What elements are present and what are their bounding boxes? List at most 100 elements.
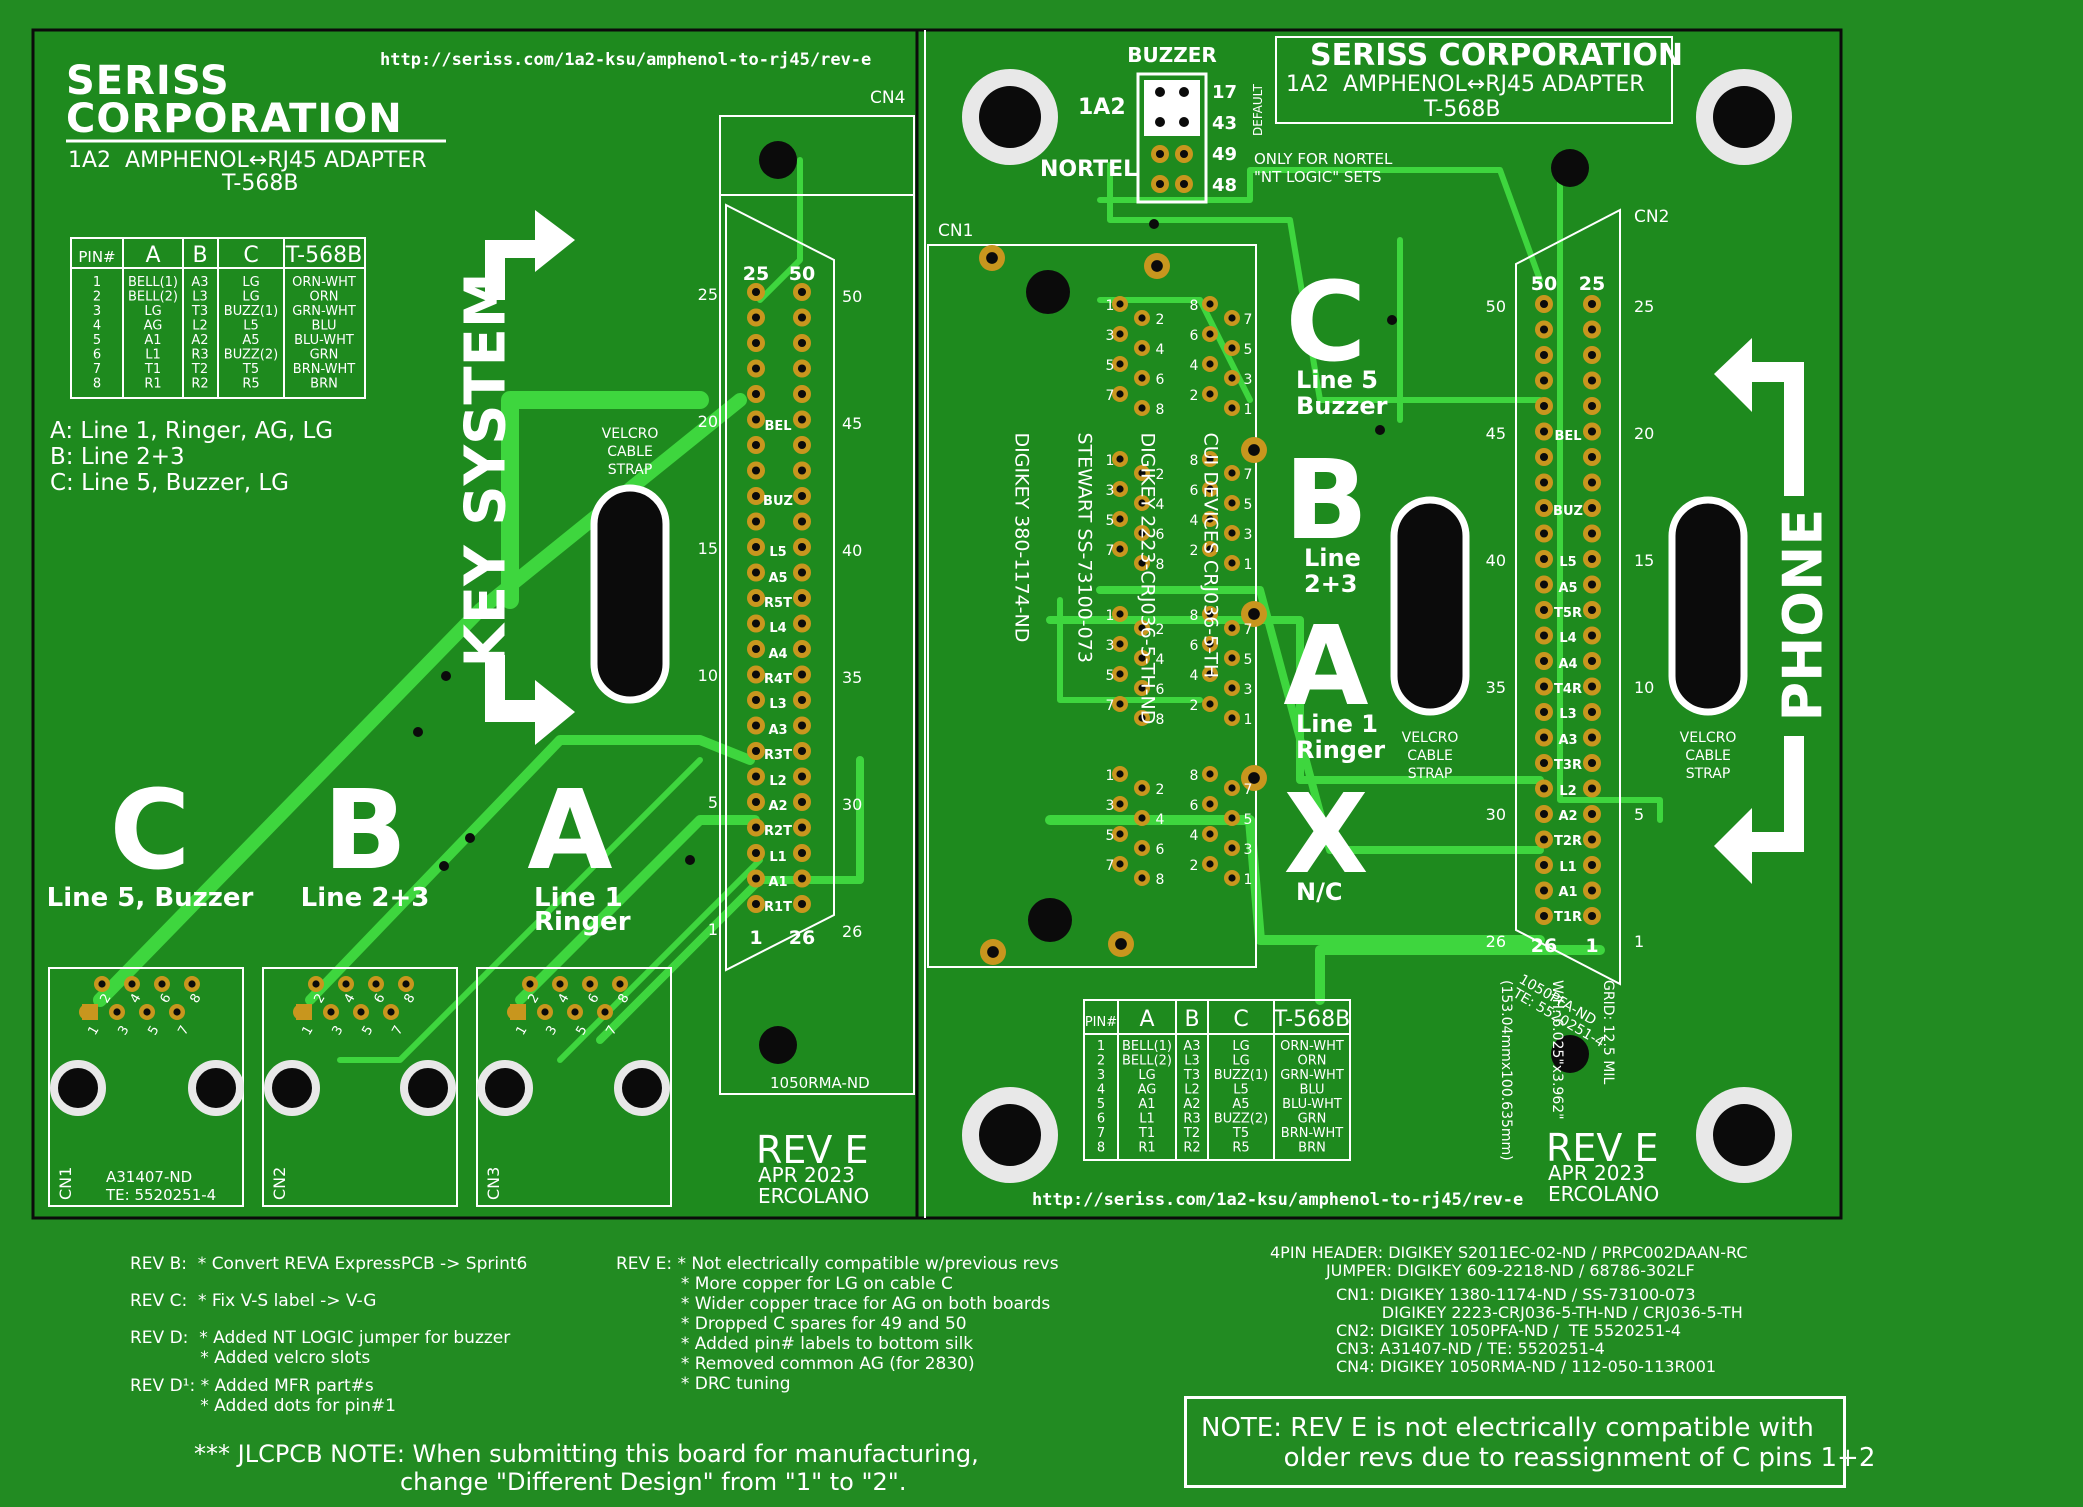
pad-hole	[1116, 610, 1124, 618]
pad-hole	[751, 364, 761, 373]
cn1-pin-number: 3	[1244, 527, 1253, 543]
via	[465, 833, 475, 843]
pad-hole	[1206, 640, 1214, 648]
cn1-pin-number: 8	[1156, 872, 1165, 888]
right-letter-c: C	[1286, 258, 1367, 386]
cn4-col-number: 40	[842, 541, 862, 560]
pad-hole	[1539, 376, 1549, 385]
pin-table-cell: AG	[144, 319, 163, 334]
pad-hole	[1587, 325, 1597, 334]
cn1-pin-number: 7	[1106, 388, 1115, 404]
pin-table-header: PIN#	[78, 248, 115, 266]
cn2-pin-label: A3	[1558, 733, 1577, 748]
cn1-pin-number: 5	[1106, 828, 1115, 844]
cn1-pin-number: 6	[1190, 483, 1199, 499]
cn1-pin-number: 1	[1106, 768, 1115, 784]
cn2-row-number: 30	[1486, 805, 1506, 824]
pin-table-right-cell: L3	[1184, 1054, 1200, 1069]
nortel-note-1: ONLY FOR NORTEL	[1254, 150, 1393, 168]
pad-hole	[1206, 485, 1214, 493]
pad-hole	[1206, 515, 1214, 523]
pin-table-header: A	[145, 243, 160, 268]
pad-hole	[1587, 631, 1597, 640]
cn1-pin-number: 2	[1190, 698, 1199, 714]
cn1-pin-number: 7	[1106, 543, 1115, 559]
velcro-label: CABLE	[607, 444, 653, 460]
cn4-pin-label: L2	[769, 774, 786, 789]
velcro-label: CABLE	[1685, 748, 1731, 764]
pad-hole	[797, 721, 807, 730]
rev-d1-note: REV D¹: * Added MFR part#s * Added dots …	[130, 1376, 396, 1416]
rev-date-left: APR 2023	[758, 1163, 855, 1187]
cn1-pin-number: 6	[1190, 638, 1199, 654]
pad-hole	[1138, 874, 1146, 882]
pin-table-cell: ORN	[310, 290, 339, 305]
cn4-pin-label: R5T	[764, 596, 792, 611]
pad-hole	[797, 313, 807, 322]
pad-hole	[751, 670, 761, 679]
big-letter-c: C	[110, 766, 191, 894]
cn4-pin-label: L1	[769, 850, 786, 865]
pin-table-right-cell: 8	[1097, 1141, 1105, 1156]
pad-hole	[188, 980, 196, 988]
pad-hole	[751, 389, 761, 399]
cn2-row-number: 26	[1486, 932, 1506, 951]
cn1-pin-number: 2	[1156, 622, 1165, 638]
cn1-pin-number: 3	[1106, 328, 1115, 344]
cn2-col-number: 20	[1634, 424, 1654, 443]
board-outline	[31, 28, 1843, 1220]
cn1-pin-number: 3	[1244, 682, 1253, 698]
pad-hole	[1587, 809, 1597, 819]
pad-hole	[797, 517, 807, 526]
phone-arrows	[1714, 338, 1804, 884]
cn1-pin-number: 5	[1106, 513, 1115, 529]
cn1-pin-number: 3	[1244, 372, 1253, 388]
cn2-pin-label: L4	[1559, 631, 1576, 646]
pin-table-cell: BUZZ(2)	[224, 348, 278, 363]
pad-hole	[751, 287, 761, 297]
cn1-pin-number: 8	[1190, 298, 1199, 314]
pad-hole	[1138, 529, 1146, 537]
cn2-top-50: 50	[1531, 273, 1557, 295]
pad-hole	[797, 593, 807, 603]
cn4-pin-label: A5	[768, 571, 787, 586]
pin-table-right-cell: L2	[1184, 1083, 1200, 1098]
pin-table-right-cell: LG	[1232, 1039, 1249, 1054]
right-letter-sub: Buzzer	[1296, 392, 1388, 420]
jumper-1a2-label: 1A2	[1078, 95, 1126, 120]
pin-table-cell: T3	[191, 304, 208, 319]
pin-table-cell: 2	[93, 290, 101, 305]
cn1-pin-number: 4	[1190, 828, 1199, 844]
pad-hole	[797, 797, 807, 807]
cn1-pin-number: 8	[1190, 768, 1199, 784]
pin-table-right-cell: LG	[1232, 1054, 1249, 1069]
pad-hole	[1151, 260, 1163, 272]
big-letter-sub: Line 1	[534, 883, 623, 913]
cn2-bottom-26: 26	[1531, 935, 1557, 957]
pad-hole	[751, 568, 761, 577]
pad-hole	[797, 644, 807, 654]
cn4-bottom-1: 1	[749, 927, 762, 949]
pad-hole	[751, 797, 761, 807]
cn2-pin-label: L3	[1559, 707, 1576, 722]
right-letter-sub: N/C	[1296, 878, 1342, 906]
via	[685, 855, 695, 865]
pad-hole	[1539, 580, 1549, 589]
pin-table-right-cell: A2	[1183, 1097, 1200, 1112]
pin-table-right-cell: AG	[1138, 1083, 1157, 1098]
rev-d-note: REV D: * Added NT LOGIC jumper for buzze…	[130, 1328, 511, 1368]
pad-hole	[1116, 770, 1124, 778]
pad-hole	[1155, 149, 1165, 159]
cn1-pin-number: 5	[1244, 812, 1253, 828]
pin-table-right-cell: T1	[1138, 1126, 1155, 1141]
cn4-row-number: 20	[698, 412, 718, 431]
cn2-row-number: 50	[1486, 297, 1506, 316]
cn1-pin-number: 4	[1156, 652, 1165, 668]
rev-e-note: REV E: * Not electrically compatible w/p…	[616, 1254, 1059, 1394]
pin-table-right-cell: T2	[1183, 1126, 1200, 1141]
pad-hole	[1116, 360, 1124, 368]
cn1-pin-number: 5	[1244, 342, 1253, 358]
pin-table-header: T-568B	[285, 243, 362, 268]
pad-hole	[1206, 700, 1214, 708]
key-system-arrows	[485, 210, 575, 745]
